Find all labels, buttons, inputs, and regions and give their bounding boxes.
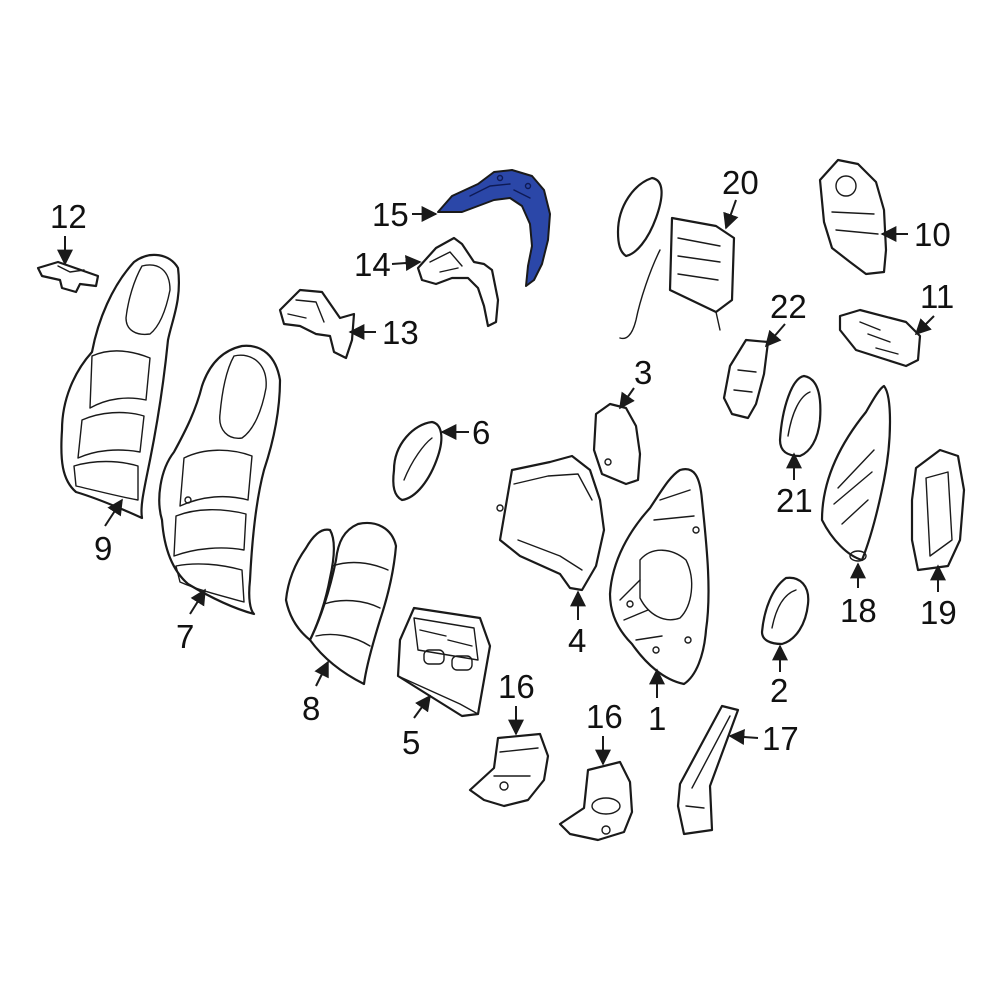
callout-1: 1: [648, 700, 666, 737]
part-5-cushion-frame[interactable]: [396, 606, 492, 718]
part-11-switch-housing[interactable]: [838, 308, 922, 368]
part-4-side-panel[interactable]: [496, 454, 606, 592]
part-13-bracket[interactable]: [278, 288, 356, 360]
part-6-pad[interactable]: [392, 420, 443, 502]
part-1-seat-frame[interactable]: [608, 468, 710, 686]
callout-12: 12: [50, 198, 87, 235]
part-9-seatback-cover[interactable]: [60, 253, 180, 520]
part-17-bracket[interactable]: [676, 704, 740, 836]
leader-lines: [57, 199, 946, 766]
callout-20: 20: [722, 164, 759, 201]
callout-15: 15: [372, 196, 409, 233]
part-8-cushion-pad[interactable]: [284, 521, 398, 686]
callout-17: 17: [762, 720, 799, 757]
callout-14: 14: [354, 246, 391, 283]
part-12-clip[interactable]: [36, 260, 100, 294]
part-7-seatback-pad[interactable]: [158, 344, 282, 616]
part-15-highlighted-shell[interactable]: [437, 169, 551, 287]
callout-11: 11: [920, 278, 954, 315]
part-2-handle[interactable]: [760, 576, 810, 646]
part-21-trim[interactable]: [778, 374, 822, 458]
part-16-hinge-left[interactable]: [468, 732, 550, 808]
part-20-lumbar-unit[interactable]: [616, 176, 736, 340]
callout-19: 19: [920, 594, 957, 631]
part-3-cover[interactable]: [592, 402, 642, 486]
callout-16-left: 16: [498, 668, 535, 705]
part-10-housing[interactable]: [818, 158, 888, 276]
callout-16-right: 16: [586, 698, 623, 735]
part-18-side-trim[interactable]: [820, 384, 892, 562]
callout-21: 21: [776, 482, 813, 519]
callout-9: 9: [94, 530, 112, 567]
callout-18: 18: [840, 592, 877, 629]
callout-3: 3: [634, 354, 652, 391]
callout-2: 2: [770, 672, 788, 709]
part-22-bracket[interactable]: [722, 338, 770, 420]
callout-22: 22: [770, 288, 807, 325]
callout-13: 13: [382, 314, 419, 351]
part-14-bracket[interactable]: [416, 236, 500, 328]
callout-7: 7: [176, 618, 194, 655]
callout-labels: 12 9 7 8 5 6 13 14 15 4 3 1 20 10 11 22 …: [50, 164, 957, 761]
callout-6: 6: [472, 414, 490, 451]
part-16-hinge-right[interactable]: [558, 760, 634, 842]
callout-5: 5: [402, 724, 420, 761]
part-19-trim-panel[interactable]: [910, 448, 966, 572]
callout-8: 8: [302, 690, 320, 727]
callout-10: 10: [914, 216, 951, 253]
callout-4: 4: [568, 622, 586, 659]
